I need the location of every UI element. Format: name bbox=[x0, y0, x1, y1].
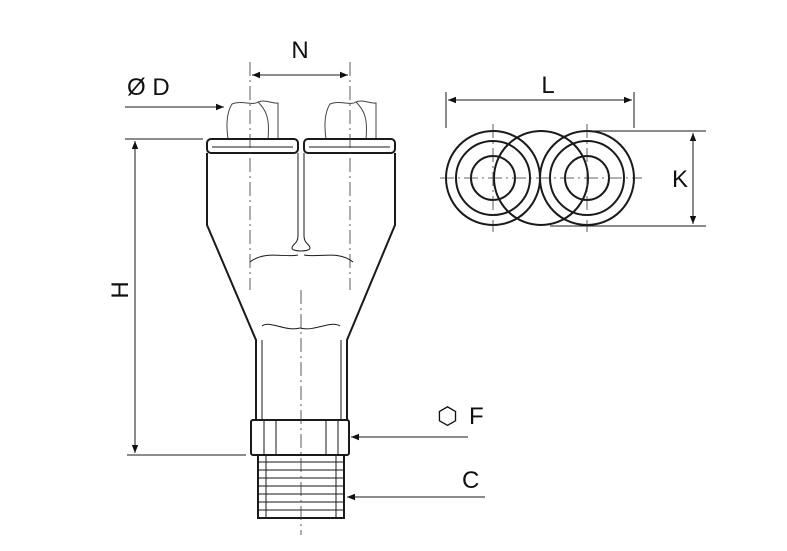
label-f: F bbox=[469, 403, 484, 430]
dim-l: L bbox=[445, 72, 635, 128]
center-slot bbox=[291, 153, 311, 252]
label-f-symbol: ⬡ bbox=[437, 403, 458, 430]
label-k: K bbox=[672, 166, 688, 193]
dim-h: H bbox=[107, 138, 246, 456]
end-view bbox=[440, 124, 642, 232]
side-view bbox=[206, 62, 396, 535]
left-tube bbox=[226, 100, 279, 140]
dim-k: K bbox=[550, 130, 706, 227]
left-collet bbox=[206, 138, 299, 154]
label-d: Ø D bbox=[127, 74, 170, 101]
dim-c: C bbox=[347, 467, 485, 501]
right-tube bbox=[324, 100, 377, 140]
label-h: H bbox=[107, 281, 134, 298]
y-body bbox=[206, 153, 396, 421]
hex-nut bbox=[250, 419, 350, 456]
dim-d: Ø D bbox=[125, 74, 224, 140]
label-l: L bbox=[541, 72, 554, 99]
dim-n: N bbox=[252, 37, 348, 79]
label-n: N bbox=[291, 37, 308, 64]
right-collet bbox=[303, 138, 396, 154]
label-c: C bbox=[462, 467, 479, 494]
dim-f: ⬡ F bbox=[351, 403, 484, 441]
